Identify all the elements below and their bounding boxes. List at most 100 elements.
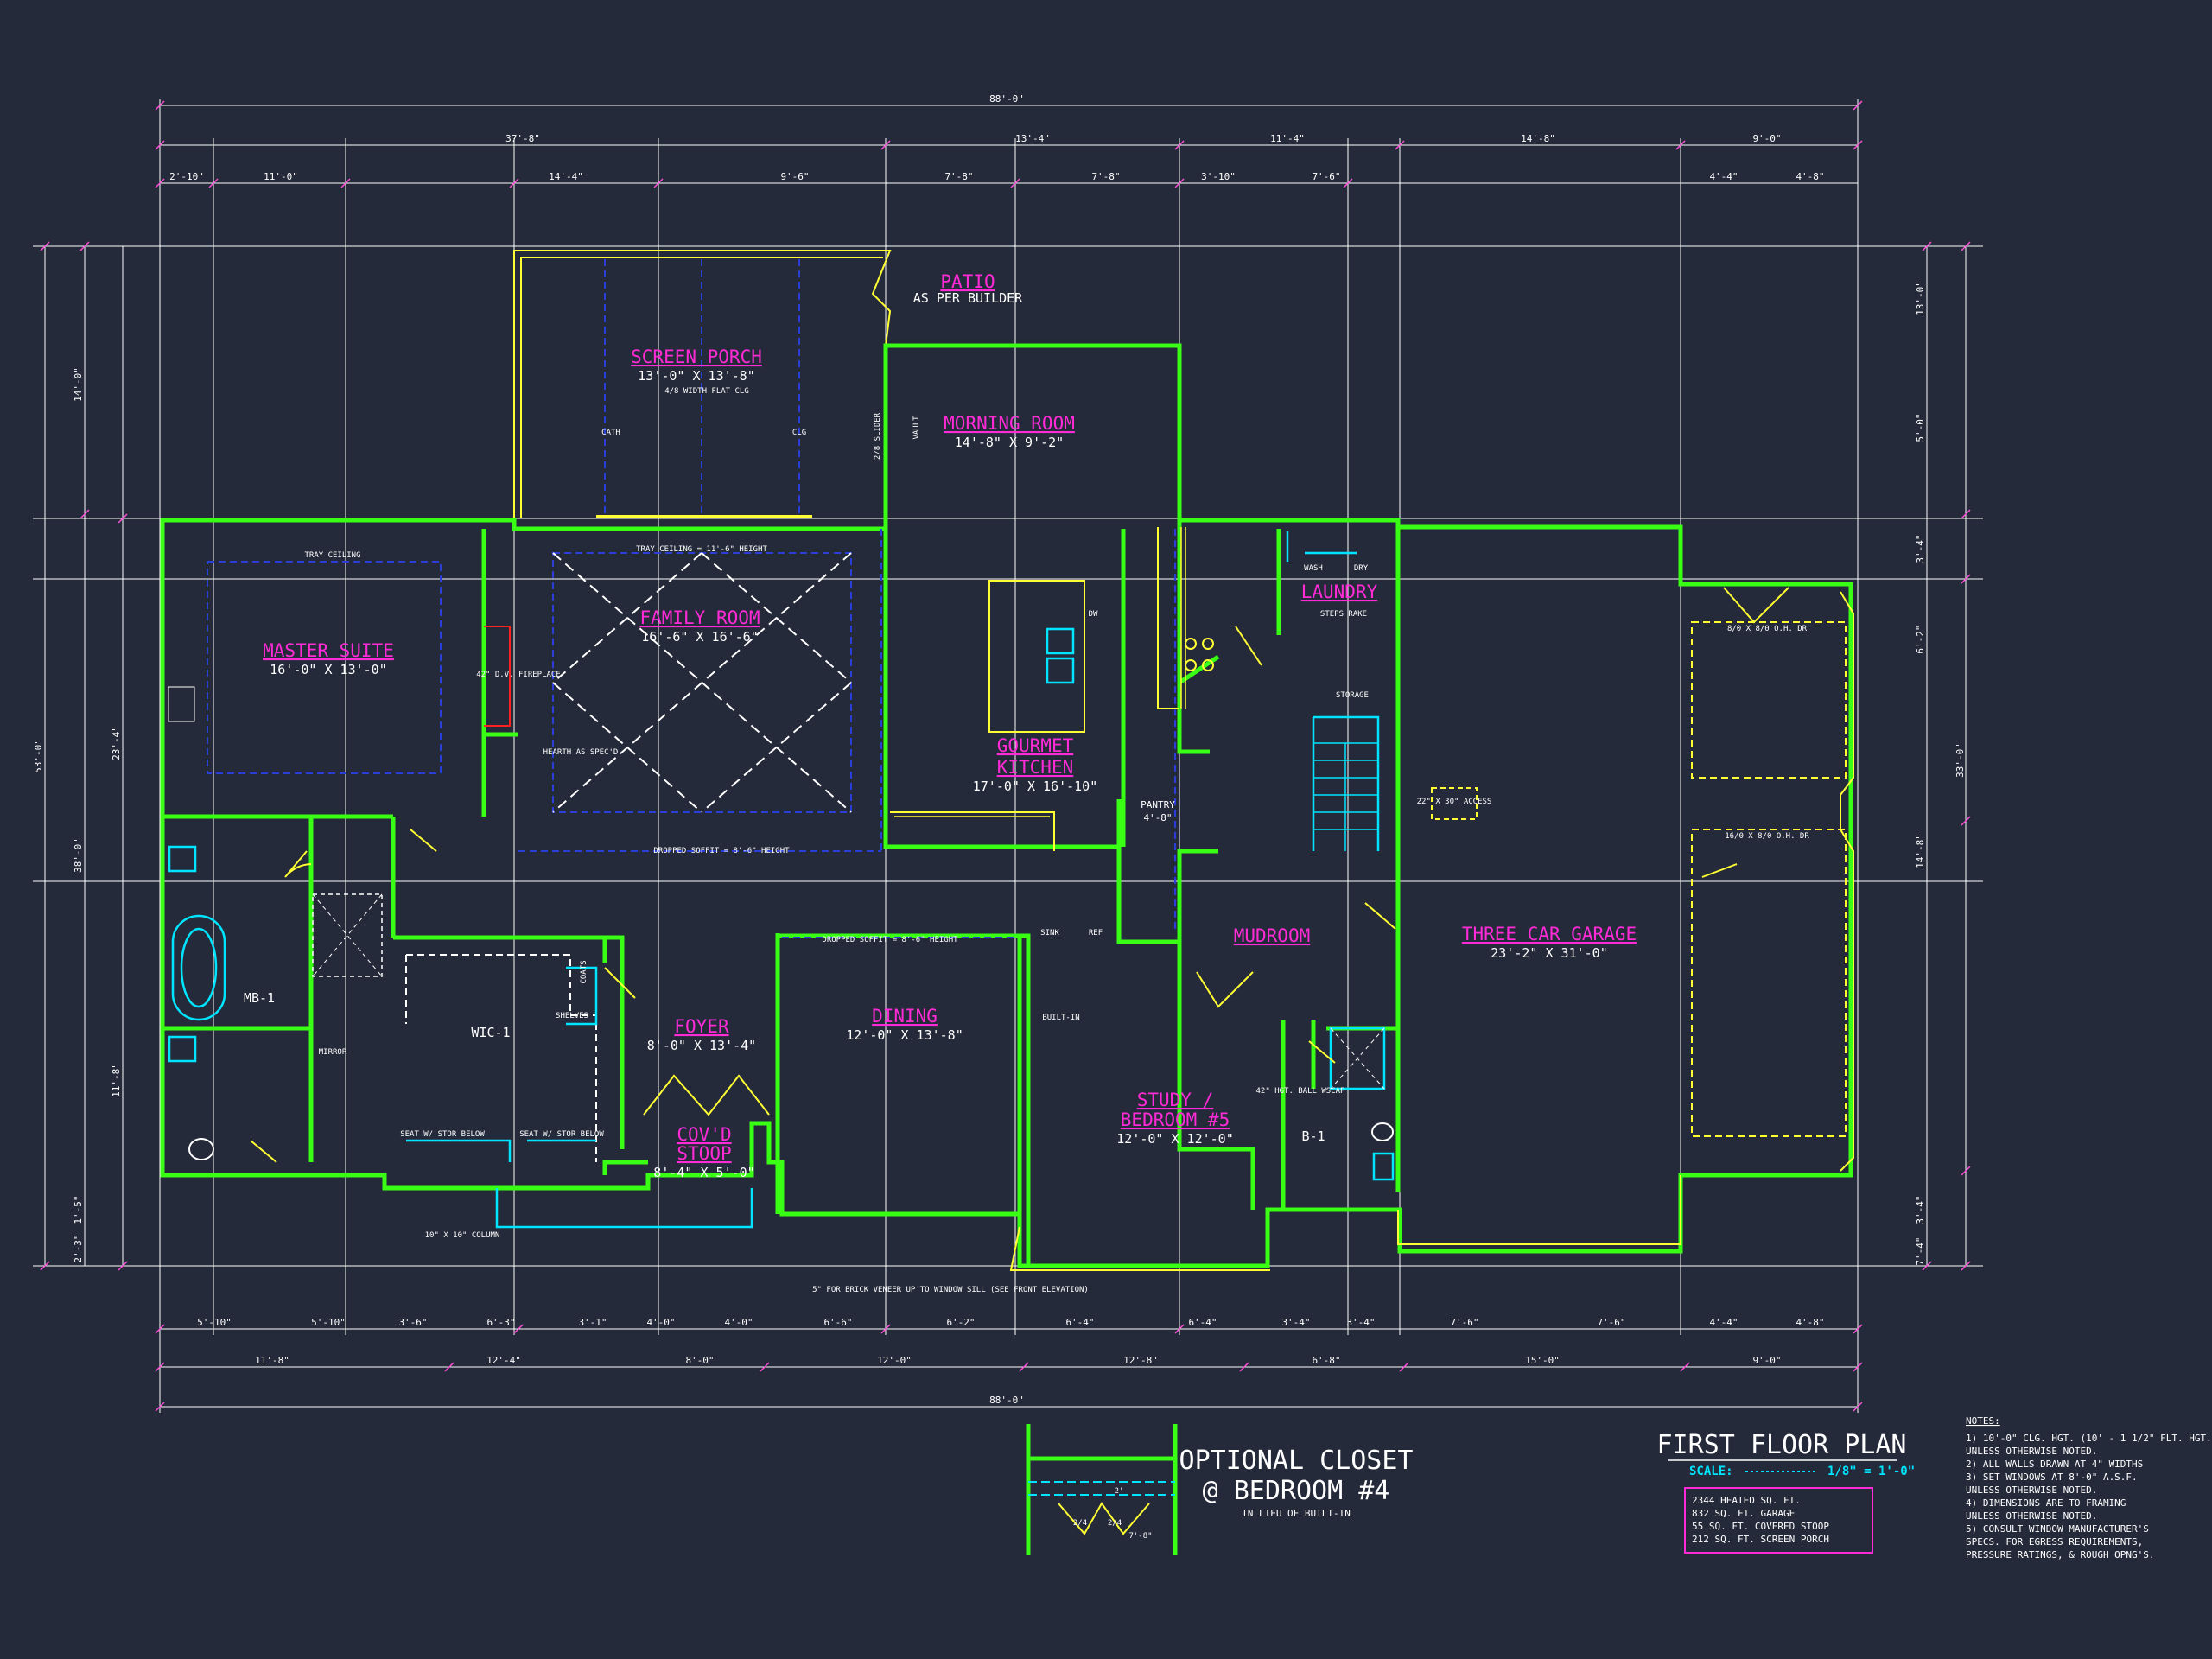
optional-closet-title: OPTIONAL CLOSET [1179,1446,1414,1476]
svg-text:16/0 X 8/0 O.H. DR: 16/0 X 8/0 O.H. DR [1725,832,1809,841]
svg-text:WASH: WASH [1304,564,1323,573]
room-foyer: FOYER [674,1016,729,1037]
screen-porch-walls [513,250,892,518]
svg-text:11'-8": 11'-8" [111,1063,122,1097]
plan-title: FIRST FLOOR PLAN [1657,1430,1907,1460]
dim-overall-bottom: 88'-0" [989,1395,1024,1406]
garage-details [1397,591,1854,1245]
svg-text:5'-0": 5'-0" [1915,413,1926,442]
svg-text:37'-8": 37'-8" [505,133,540,144]
svg-text:10" X 10" COLUMN: 10" X 10" COLUMN [425,1231,500,1240]
svg-text:BUILT-IN: BUILT-IN [1042,1014,1079,1022]
svg-text:33'-0": 33'-0" [1955,743,1966,778]
svg-text:DRY: DRY [1354,564,1369,573]
svg-text:7'-8": 7'-8" [1091,171,1120,182]
room-master-suite: MASTER SUITE [263,640,394,661]
svg-text:14'-8": 14'-8" [1521,133,1555,144]
svg-text:3'-4": 3'-4" [1281,1317,1310,1328]
svg-text:4'-4": 4'-4" [1709,171,1738,182]
svg-text:8'-0" X 13'-4": 8'-0" X 13'-4" [647,1038,756,1053]
svg-text:6'-6": 6'-6" [823,1317,852,1328]
svg-text:14'-0": 14'-0" [73,367,84,402]
svg-text:WIC-1: WIC-1 [471,1025,510,1040]
svg-text:4/8 WIDTH FLAT CLG: 4/8 WIDTH FLAT CLG [664,387,749,396]
svg-text:TRAY CEILING: TRAY CEILING [304,551,360,560]
svg-text:16'-6" X 16'-6": 16'-6" X 16'-6" [641,629,758,645]
svg-text:6'-3": 6'-3" [486,1317,515,1328]
svg-text:9'-0": 9'-0" [1752,1355,1781,1366]
svg-text:6'-8": 6'-8" [1312,1355,1340,1366]
svg-text:4'-0": 4'-0" [724,1317,753,1328]
svg-text:7'-8": 7'-8" [944,171,973,182]
room-morning-room: MORNING ROOM [944,413,1075,434]
svg-text:SEAT W/ STOR BELOW: SEAT W/ STOR BELOW [400,1130,485,1139]
svg-text:6'-4": 6'-4" [1065,1317,1094,1328]
svg-text:38'-0": 38'-0" [73,838,84,873]
svg-text:3) SET WINDOWS AT 8'-0" A.S.F: 3) SET WINDOWS AT 8'-0" A.S.F. [1966,1471,2138,1483]
svg-text:2) ALL WALLS DRAWN AT 4" WIDT: 2) ALL WALLS DRAWN AT 4" WIDTHS [1966,1459,2143,1470]
svg-text:@ BEDROOM #4: @ BEDROOM #4 [1203,1476,1390,1506]
svg-text:14'-8" X 9'-2": 14'-8" X 9'-2" [955,435,1064,450]
svg-text:REF: REF [1089,929,1103,938]
svg-text:SINK: SINK [1040,929,1059,938]
svg-text:STEPS RAKE: STEPS RAKE [1320,610,1367,619]
room-labels: PATIO AS PER BUILDER SCREEN PORCH 13'-0"… [263,271,1637,1180]
svg-text:12'-0" X 12'-0": 12'-0" X 12'-0" [1116,1131,1233,1147]
general-notes: NOTES: 1) 10'-0" CLG. HGT. (10' - 1 1/2"… [1966,1415,2212,1560]
svg-text:SEAT W/ STOR BELOW: SEAT W/ STOR BELOW [519,1130,604,1139]
svg-text:7'-4": 7'-4" [1915,1236,1926,1265]
svg-text:13'-4": 13'-4" [1015,133,1050,144]
svg-text:1'-5": 1'-5" [73,1195,84,1224]
svg-text:23'-2" X 31'-0": 23'-2" X 31'-0" [1491,945,1607,961]
svg-text:53'-0": 53'-0" [33,739,44,773]
svg-text:STORAGE: STORAGE [1336,691,1369,700]
svg-text:4'-4": 4'-4" [1709,1317,1738,1328]
svg-text:42" HGT. BALL WSCAP: 42" HGT. BALL WSCAP [1256,1087,1346,1096]
svg-text:8/0 X 8/0 O.H. DR: 8/0 X 8/0 O.H. DR [1727,625,1808,633]
room-covd: COV'D [677,1124,731,1145]
svg-text:4'-8": 4'-8" [1796,171,1824,182]
svg-text:2/4: 2/4 [1108,1519,1122,1528]
svg-text:CLG: CLG [792,429,806,437]
svg-text:14'-4": 14'-4" [549,171,583,182]
svg-text:832 SQ. FT. GARAGE: 832 SQ. FT. GARAGE [1692,1508,1795,1519]
svg-text:42" D.V. FIREPLACE: 42" D.V. FIREPLACE [476,671,561,679]
room-patio: PATIO [940,271,995,292]
svg-text:12'-0": 12'-0" [877,1355,912,1366]
svg-text:COATS: COATS [580,960,588,983]
room-screen-porch: SCREEN PORCH [631,346,762,367]
svg-text:13'-0": 13'-0" [1915,281,1926,315]
svg-text:2'-10": 2'-10" [169,171,204,182]
svg-text:7'-6": 7'-6" [1312,171,1340,182]
svg-text:212 SQ. FT. SCREEN PORCH: 212 SQ. FT. SCREEN PORCH [1692,1534,1829,1545]
svg-text:11'-8": 11'-8" [255,1355,289,1366]
top-dimensions: 88'-0" 37'-8" 13'-4" 11'-4" 14'-8" 9'-0"… [169,93,1824,182]
room-garage: THREE CAR GARAGE [1462,924,1637,944]
room-bedroom-5: BEDROOM #5 [1121,1109,1230,1130]
svg-text:22" X 30" ACCESS: 22" X 30" ACCESS [1417,798,1492,806]
svg-text:IN LIEU OF BUILT-IN: IN LIEU OF BUILT-IN [1242,1508,1351,1519]
stairs [1286,531,1386,1090]
svg-text:MIRROR: MIRROR [319,1048,347,1057]
svg-text:8'-4" X 5'-0": 8'-4" X 5'-0" [653,1165,754,1180]
svg-text:12'-4": 12'-4" [486,1355,521,1366]
svg-text:MB-1: MB-1 [244,990,275,1006]
room-family-room: FAMILY ROOM [639,607,760,628]
svg-text:DW: DW [1089,610,1098,619]
svg-text:11'-4": 11'-4" [1270,133,1305,144]
svg-text:12'-8": 12'-8" [1123,1355,1158,1366]
svg-text:7'-6": 7'-6" [1450,1317,1478,1328]
svg-text:VAULT: VAULT [912,416,921,440]
family-room-tray [207,529,1176,938]
house-walls [160,343,1853,1268]
misc-labels: MB-1 WIC-1 B-1 PANTRY 4'-8" STORAGE TRAY… [244,412,1809,1294]
room-kitchen: KITCHEN [997,757,1074,778]
bottom-dimensions: 5'-10" 5'-10" 3'-6" 6'-3" 3'-1" 4'-0" 4'… [197,1317,1824,1406]
room-dining: DINING [872,1006,938,1027]
svg-text:3'-4": 3'-4" [1915,534,1926,563]
svg-text:4'-8": 4'-8" [1796,1317,1824,1328]
svg-text:5) CONSULT WINDOW MANUFACTURE: 5) CONSULT WINDOW MANUFACTURER'S [1966,1523,2149,1535]
room-stoop: STOOP [677,1143,731,1164]
side-dimensions: 53'-0" 14'-0" 23'-4" 38'-0" 11'-8" 1'-5"… [33,281,1966,1265]
